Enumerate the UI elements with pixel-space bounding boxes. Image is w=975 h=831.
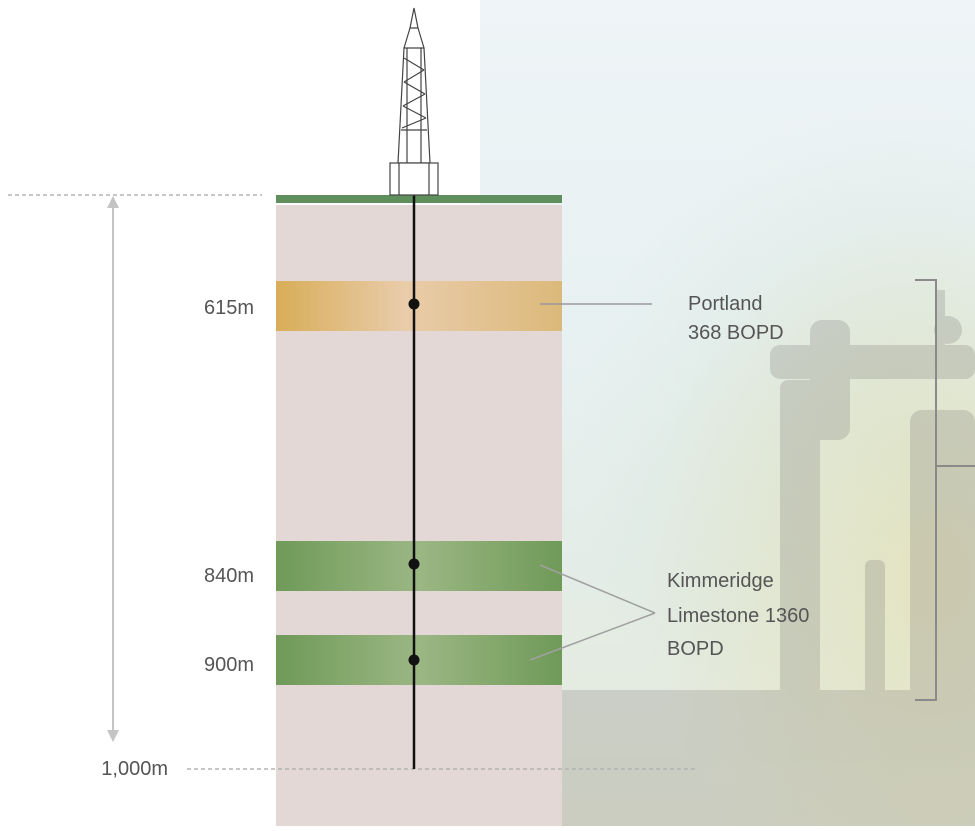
depth-label-900: 900m	[203, 654, 254, 676]
portland-well-point	[408, 298, 420, 310]
kimmeridge-rate-unit: BOPD	[667, 638, 724, 660]
pumpjack-photo-background	[480, 0, 975, 826]
portland-rate: 368 BOPD	[688, 322, 784, 344]
right-bracket	[915, 279, 937, 701]
kimmeridge-callout-line-upper	[539, 564, 656, 614]
kimmeridge-name: Kimmeridge	[667, 570, 774, 592]
kimmeridge-callout-line-lower	[529, 612, 656, 661]
kimmeridge-lower-well-point	[408, 654, 420, 666]
depth-label-total: 1,000m	[101, 758, 168, 780]
depth-arrow	[107, 196, 119, 742]
kimmeridge-upper-well-point	[408, 558, 420, 570]
derrick-icon	[389, 7, 439, 196]
arrow-down-icon	[107, 730, 119, 742]
kimmeridge-name-cont: Limestone 1360	[667, 605, 810, 627]
depth-label-840: 840m	[203, 565, 254, 587]
arrow-up-icon	[107, 196, 119, 208]
portland-name: Portland	[688, 293, 763, 315]
depth-label-615: 615m	[203, 297, 254, 319]
pumpjack-silhouette	[560, 290, 975, 826]
surface-strip	[276, 195, 562, 203]
